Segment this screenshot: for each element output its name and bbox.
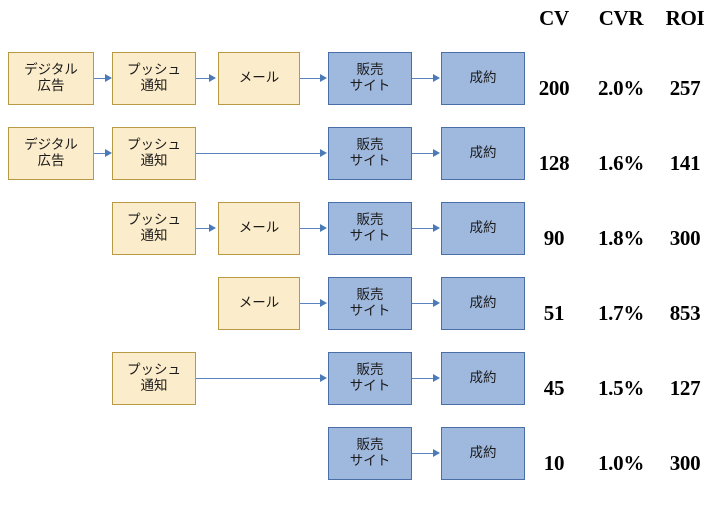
metric-roi-row3: 300 [669,226,701,250]
node-label: 販売 サイト [349,437,391,469]
metric-roi-row2: 141 [669,151,701,175]
node-label: プッシュ 通知 [127,212,181,244]
node-label: 販売 サイト [349,362,391,394]
node-label: 成約 [469,219,497,236]
node-deal-row3[interactable]: 成約 [441,202,525,255]
node-label: 成約 [469,69,497,86]
metric-roi-row5: 127 [669,376,701,400]
connector-arrowhead-icon [433,224,440,232]
node-push-row5[interactable]: プッシュ 通知 [112,352,196,405]
node-deal-row6[interactable]: 成約 [441,427,525,480]
node-label: デジタル 広告 [24,62,78,94]
metric-cvr-row3: 1.8% [597,226,645,250]
node-mail-row4[interactable]: メール [218,277,300,330]
connector-arrowhead-icon [433,374,440,382]
node-label: デジタル 広告 [24,137,78,169]
connector-line [412,78,433,79]
column-header-cv: CV [539,6,569,30]
column-header-roi: ROI [665,6,705,30]
connector-line [94,153,106,154]
connector-line [412,303,433,304]
connector-arrowhead-icon [433,449,440,457]
metric-roi-row4: 853 [669,301,701,325]
node-label: プッシュ 通知 [127,362,181,394]
node-deal-row4[interactable]: 成約 [441,277,525,330]
connector-line [412,378,433,379]
node-label: 販売 サイト [349,287,391,319]
connector-line [196,228,209,229]
node-label: プッシュ 通知 [127,137,181,169]
node-sales-site-row3[interactable]: 販売 サイト [328,202,412,255]
connector-arrowhead-icon [320,374,327,382]
connector-arrowhead-icon [105,74,112,82]
metric-cv-row2: 128 [538,151,570,175]
node-deal-row2[interactable]: 成約 [441,127,525,180]
connector-line [94,78,106,79]
connector-line [412,228,433,229]
metric-cv-row3: 90 [543,226,565,250]
connector-arrowhead-icon [209,224,216,232]
metric-cvr-row5: 1.5% [597,376,645,400]
connector-arrowhead-icon [320,149,327,157]
node-sales-site-row6[interactable]: 販売 サイト [328,427,412,480]
node-label: 成約 [469,294,497,311]
node-deal-row5[interactable]: 成約 [441,352,525,405]
connector-line [412,453,433,454]
node-sales-site-row2[interactable]: 販売 サイト [328,127,412,180]
metric-roi-row6: 300 [669,451,701,475]
metric-cvr-row1: 2.0% [597,76,645,100]
metric-cv-row4: 51 [543,301,565,325]
connector-line-long [196,378,320,379]
node-label: メール [238,294,280,311]
node-label: 販売 サイト [349,62,391,94]
node-mail-row3[interactable]: メール [218,202,300,255]
connector-arrowhead-icon [320,224,327,232]
metric-cvr-row4: 1.7% [597,301,645,325]
node-push-row2[interactable]: プッシュ 通知 [112,127,196,180]
connector-arrowhead-icon [433,74,440,82]
connector-arrowhead-icon [433,299,440,307]
node-digital-ad-row1[interactable]: デジタル 広告 [8,52,94,105]
connector-arrowhead-icon [320,74,327,82]
connector-arrowhead-icon [433,149,440,157]
node-label: メール [238,219,280,236]
metric-cvr-row6: 1.0% [597,451,645,475]
node-label: プッシュ 通知 [127,62,181,94]
node-deal-row1[interactable]: 成約 [441,52,525,105]
node-push-row3[interactable]: プッシュ 通知 [112,202,196,255]
connector-arrowhead-icon [105,149,112,157]
connector-line-long [196,153,320,154]
connector-line [300,303,320,304]
connector-line [412,153,433,154]
connector-arrowhead-icon [320,299,327,307]
node-label: 成約 [469,444,497,461]
metric-cv-row6: 10 [543,451,565,475]
metric-roi-row1: 257 [669,76,701,100]
node-sales-site-row5[interactable]: 販売 サイト [328,352,412,405]
node-digital-ad-row2[interactable]: デジタル 広告 [8,127,94,180]
node-label: 販売 サイト [349,212,391,244]
connector-arrowhead-icon [209,74,216,82]
node-label: メール [238,69,280,86]
connector-line [300,228,320,229]
node-mail-row1[interactable]: メール [218,52,300,105]
node-label: 成約 [469,144,497,161]
node-label: 成約 [469,369,497,386]
node-label: 販売 サイト [349,137,391,169]
metric-cvr-row2: 1.6% [597,151,645,175]
node-push-row1[interactable]: プッシュ 通知 [112,52,196,105]
connector-line [300,78,320,79]
metric-cv-row5: 45 [543,376,565,400]
column-header-cvr: CVR [598,6,644,30]
node-sales-site-row1[interactable]: 販売 サイト [328,52,412,105]
connector-line [196,78,209,79]
node-sales-site-row4[interactable]: 販売 サイト [328,277,412,330]
metric-cv-row1: 200 [538,76,570,100]
